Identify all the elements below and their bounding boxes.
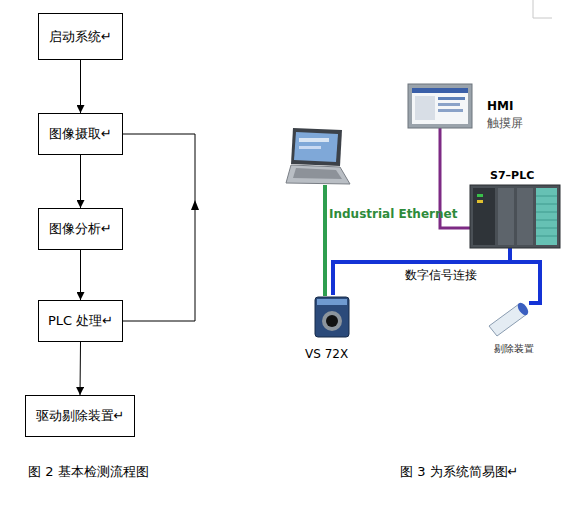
camera-top bbox=[317, 299, 347, 305]
figure-caption: 图 3 为系统简易图↵ bbox=[400, 464, 518, 480]
device-label: S7–PLC bbox=[490, 169, 534, 183]
hmi-screen-detail bbox=[438, 97, 465, 100]
hmi-screen-panel bbox=[415, 96, 435, 120]
connector-group bbox=[123, 134, 199, 321]
process-box: 图像分析↵ bbox=[38, 208, 123, 250]
process-box: 启动系统↵ bbox=[38, 13, 123, 60]
process-box: 驱动剔除装置↵ bbox=[25, 395, 135, 437]
flow-arrow bbox=[80, 250, 81, 300]
connector-group bbox=[80, 250, 81, 300]
device-label: VS 72X bbox=[305, 347, 348, 361]
ethernet-wire bbox=[323, 185, 327, 296]
hmi-screen-detail bbox=[438, 103, 460, 106]
plc-body bbox=[470, 185, 560, 248]
network-label: Industrial Ethernet bbox=[329, 206, 457, 222]
flow-arrow bbox=[123, 134, 195, 321]
box-text: 图像分析↵ bbox=[49, 220, 112, 238]
laptop-screen-detail bbox=[299, 146, 321, 149]
plc-cpu-module bbox=[498, 188, 514, 245]
process-box: PLC 处理↵ bbox=[38, 300, 123, 342]
laptop-screen-detail bbox=[299, 138, 329, 142]
plc-io-module bbox=[517, 188, 533, 245]
connector-group bbox=[80, 342, 82, 395]
camera-lens bbox=[326, 315, 338, 327]
plc-signal-module bbox=[536, 188, 557, 245]
box-text: 启动系统↵ bbox=[49, 28, 112, 46]
plc-led bbox=[477, 200, 483, 203]
device-node: VS 72X bbox=[313, 295, 353, 341]
device-label: 触摸屏 bbox=[487, 116, 523, 130]
device-node: HMI触摸屏 bbox=[408, 84, 472, 128]
flow-arrow bbox=[80, 60, 81, 113]
box-text: 驱动剔除装置↵ bbox=[36, 407, 125, 425]
hmi-screen bbox=[412, 88, 468, 124]
connector-group bbox=[510, 248, 540, 303]
camera-lens-ring bbox=[322, 311, 342, 331]
plc-led bbox=[477, 194, 483, 197]
device-node: S7–PLC bbox=[470, 185, 560, 248]
flow-arrow bbox=[80, 155, 81, 208]
rejector-end bbox=[516, 301, 531, 317]
camera-body bbox=[315, 297, 349, 337]
hmi-screen-detail bbox=[438, 109, 463, 112]
device-label: 剔除装置 bbox=[494, 342, 534, 356]
hmi-screen-bar bbox=[412, 88, 468, 93]
arrow-head bbox=[191, 200, 199, 210]
box-text: 图像摄取↵ bbox=[49, 125, 112, 143]
device-node: 剔除装置 bbox=[487, 300, 529, 336]
flow-arrow bbox=[80, 342, 82, 395]
corner-mark bbox=[533, 0, 552, 18]
box-text: PLC 处理↵ bbox=[48, 312, 113, 330]
hmi-frame bbox=[408, 84, 472, 128]
process-box: 图像摄取↵ bbox=[38, 113, 123, 155]
laptop-lid bbox=[291, 128, 342, 166]
signal-wire bbox=[510, 248, 540, 303]
connector-group bbox=[333, 248, 510, 295]
laptop-base bbox=[286, 165, 350, 184]
connection-label: 数字信号连接 bbox=[405, 267, 477, 283]
laptop-keyboard bbox=[293, 168, 342, 179]
figure-caption: 图 2 基本检测流程图 bbox=[28, 464, 149, 480]
connector-group bbox=[80, 155, 81, 208]
signal-wire bbox=[333, 248, 510, 295]
connector-group bbox=[80, 60, 81, 113]
laptop-screen bbox=[294, 132, 338, 162]
device-label: HMI bbox=[487, 99, 513, 113]
plc-module-lines bbox=[536, 196, 557, 236]
plc-power-module bbox=[473, 188, 495, 245]
